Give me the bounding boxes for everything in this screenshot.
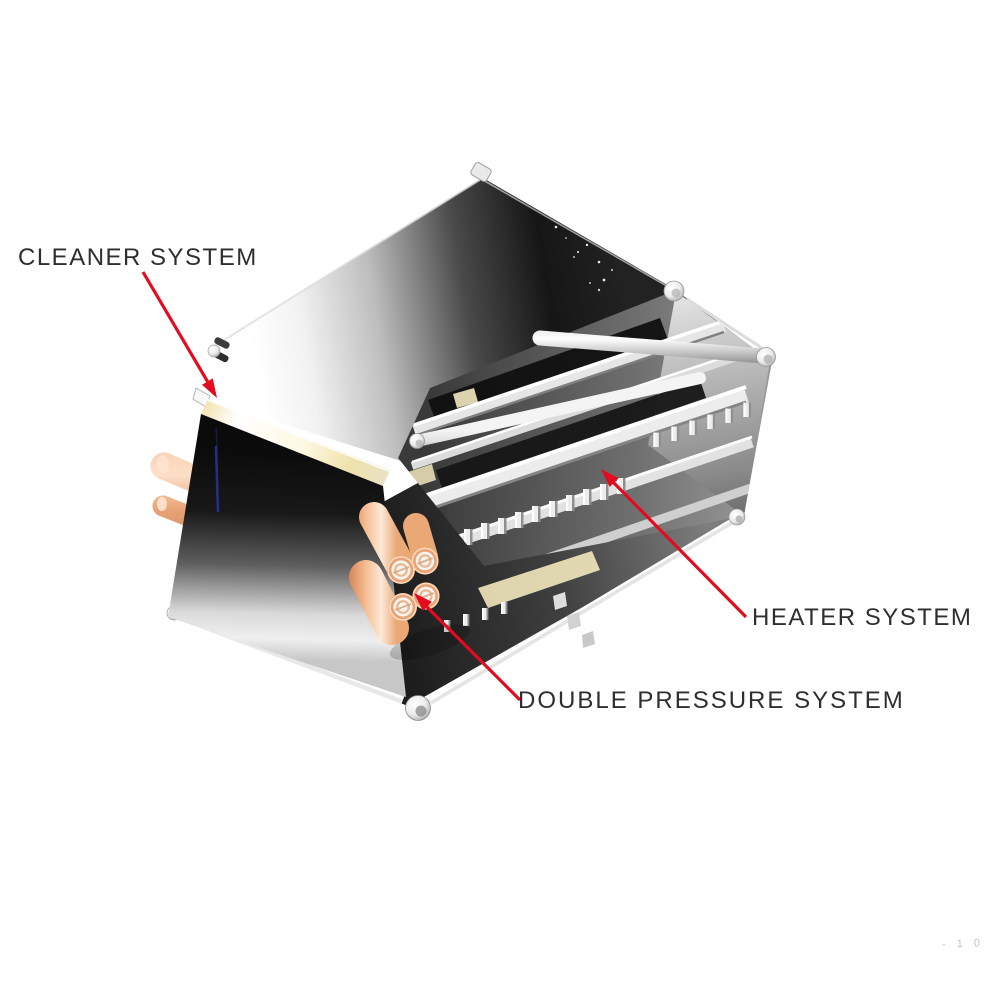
floor-edges bbox=[166, 508, 746, 721]
double-pressure-rollers bbox=[349, 502, 471, 660]
upper-rod bbox=[207, 280, 776, 367]
heater-arrow bbox=[601, 469, 748, 619]
double-pressure-arrow bbox=[414, 593, 522, 702]
callout-arrows bbox=[141, 271, 748, 702]
cover-peak-tab bbox=[470, 162, 492, 182]
cover-specks bbox=[554, 225, 614, 292]
top-cover-sheet bbox=[192, 162, 676, 462]
cleaner-system-label: CLEANER SYSTEM bbox=[18, 244, 258, 271]
cleaner-arrow bbox=[141, 271, 217, 398]
left-pressure-tube-ends bbox=[150, 452, 204, 526]
interior-rod-lower bbox=[409, 372, 706, 449]
front-panel bbox=[168, 414, 406, 697]
floor-cream-stripe bbox=[478, 551, 600, 608]
heater-system-label: HEATER SYSTEM bbox=[752, 604, 973, 631]
double-pressure-system-label: DOUBLE PRESSURE SYSTEM bbox=[518, 687, 905, 714]
blue-detail-line bbox=[214, 445, 220, 513]
floor-tabs bbox=[444, 592, 595, 648]
cleaner-stripe bbox=[201, 399, 390, 486]
faint-page-mark: - 1 0 bbox=[941, 937, 985, 951]
